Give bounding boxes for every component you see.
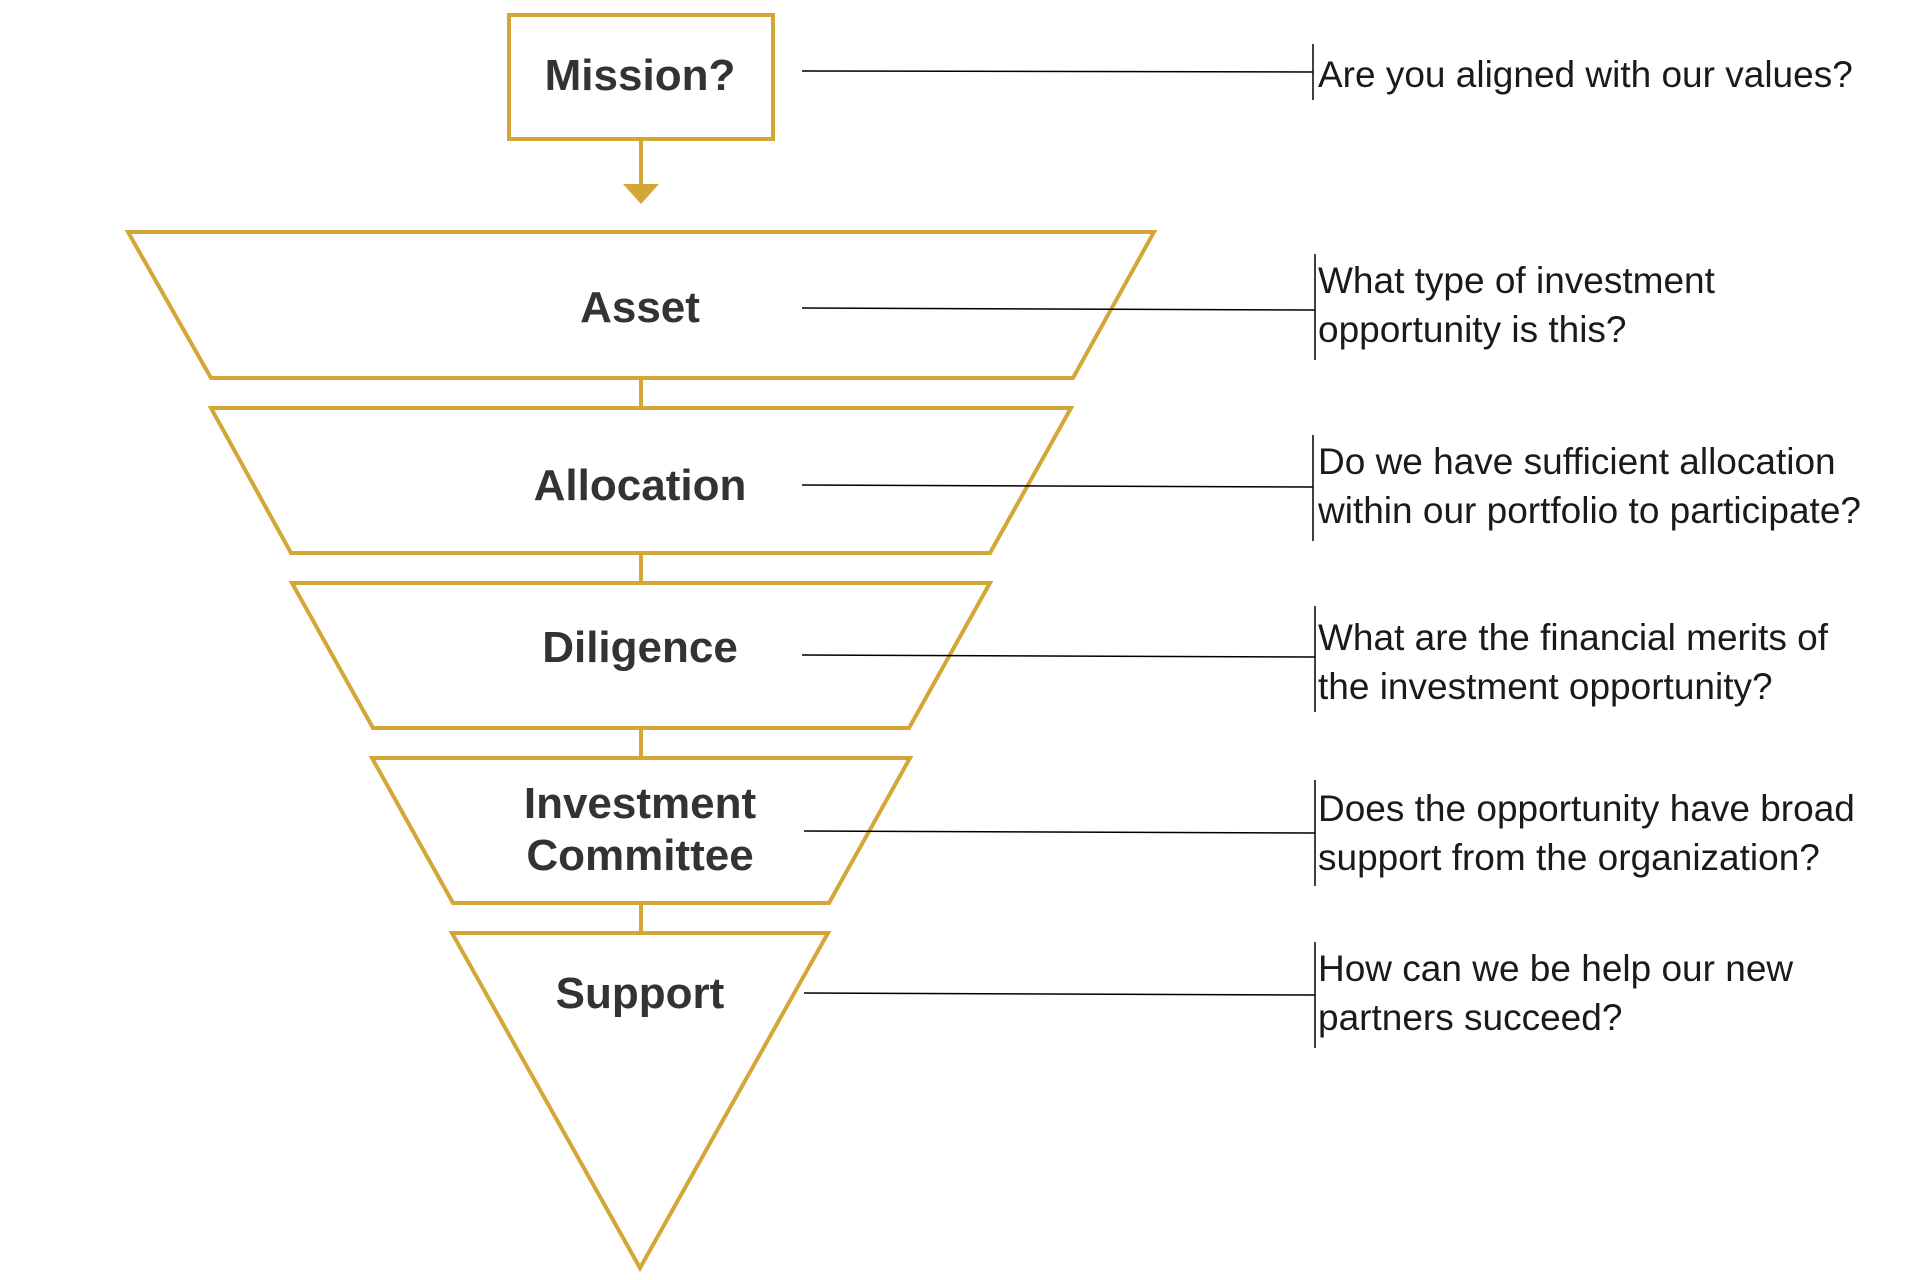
- stage-label-support: Support: [420, 968, 860, 1020]
- question-allocation: Do we have sufficient allocation within …: [1318, 437, 1918, 535]
- stage-label-mission-text: Mission?: [544, 51, 736, 100]
- leader-line-committee: [803, 830, 1316, 834]
- support-triangle: [448, 931, 832, 1273]
- leader-line-support: [803, 992, 1316, 996]
- question-diligence-line-2: the investment opportunity?: [1318, 666, 1773, 707]
- leader-line-mission: [801, 70, 1314, 73]
- stage-label-committee-line-1: Investment: [523, 779, 757, 828]
- question-mission: Are you aligned with our values?: [1318, 50, 1918, 99]
- allocation-trapezoid: [207, 406, 1075, 555]
- question-diligence-line-1: What are the financial merits of: [1318, 617, 1828, 658]
- diligence-trapezoid: [288, 581, 994, 730]
- asset-trapezoid: [124, 230, 1158, 380]
- investment-committee-trapezoid: [368, 756, 914, 905]
- stage-label-asset-text: Asset: [580, 283, 700, 332]
- leader-line-diligence: [801, 654, 1316, 658]
- question-committee-line-1: Does the opportunity have broad: [1318, 788, 1855, 829]
- question-allocation-line-2: within our portfolio to participate?: [1318, 490, 1861, 531]
- stage-label-diligence: Diligence: [420, 622, 860, 674]
- stage-label-support-text: Support: [555, 969, 725, 1018]
- question-asset-line-2: opportunity is this?: [1318, 309, 1627, 350]
- question-support: How can we be help our new partners succ…: [1318, 944, 1918, 1042]
- mission-arrow-head: [623, 184, 659, 204]
- stage-label-asset: Asset: [420, 282, 860, 334]
- stage-label-allocation-text: Allocation: [533, 461, 747, 510]
- question-support-line-2: partners succeed?: [1318, 997, 1623, 1038]
- question-diligence: What are the financial merits of the inv…: [1318, 613, 1918, 711]
- question-asset-line-1: What type of investment: [1318, 260, 1715, 301]
- question-asset: What type of investment opportunity is t…: [1318, 256, 1918, 354]
- question-investment-committee: Does the opportunity have broad support …: [1318, 784, 1918, 882]
- stage-label-investment-committee: Investment Committee: [420, 778, 860, 882]
- stage-label-mission: Mission?: [420, 50, 860, 102]
- stage-label-allocation: Allocation: [420, 460, 860, 512]
- question-committee-line-2: support from the organization?: [1318, 837, 1820, 878]
- leader-line-allocation: [801, 484, 1314, 488]
- stage-label-diligence-text: Diligence: [542, 623, 738, 672]
- question-allocation-line-1: Do we have sufficient allocation: [1318, 441, 1836, 482]
- stage-label-committee-line-2: Committee: [526, 831, 754, 880]
- leader-line-asset: [801, 307, 1316, 311]
- question-support-line-1: How can we be help our new: [1318, 948, 1794, 989]
- question-mission-line-1: Are you aligned with our values?: [1318, 54, 1853, 95]
